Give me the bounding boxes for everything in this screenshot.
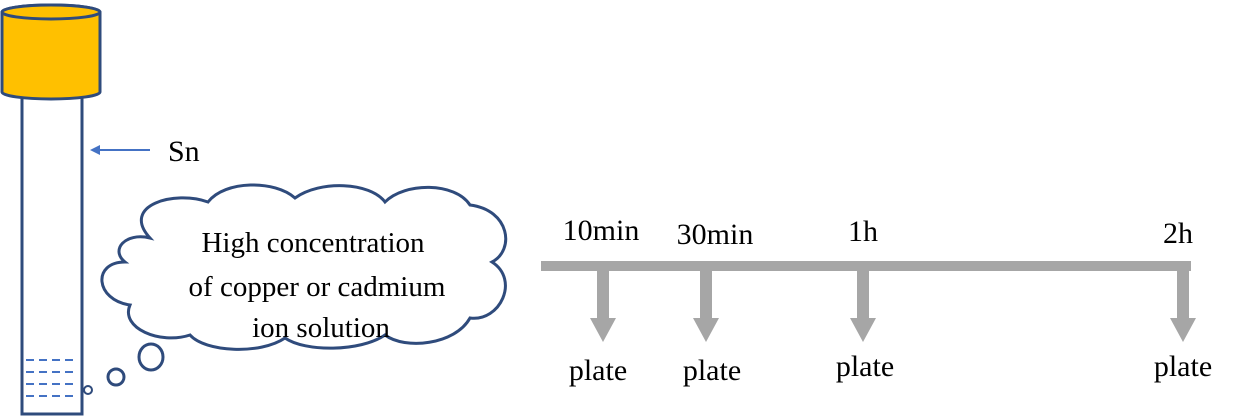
timepoint-10min: 10min plate: [563, 214, 640, 387]
down-arrow-30min: [693, 271, 719, 342]
down-arrow-2h: [1170, 271, 1196, 342]
sn-label: Sn: [168, 135, 200, 168]
tube-cap-top: [0, 3, 102, 21]
timepoint-1h: 1h plate: [836, 215, 894, 383]
tube-body: [20, 94, 84, 416]
time-label-1h: 1h: [848, 215, 878, 248]
timeline: 10min plate 30min plate 1h plate 2h plat…: [541, 214, 1212, 387]
timeline-bar: [541, 261, 1191, 271]
timepoint-2h: 2h plate: [1154, 217, 1212, 383]
time-label-2h: 2h: [1163, 217, 1193, 250]
tube-solution-lines: [26, 359, 78, 397]
plate-label-10min: plate: [569, 354, 627, 387]
plate-label-30min: plate: [683, 354, 741, 387]
cloud-bubble-medium: [106, 367, 126, 387]
down-arrow-10min: [590, 271, 616, 342]
plate-label-1h: plate: [836, 350, 894, 383]
cloud-text-line-1: High concentration: [201, 227, 425, 259]
cloud-text-line-3: ion solution: [252, 312, 390, 344]
cloud-text-line-2: of copper or cadmium: [189, 271, 446, 303]
plate-label-2h: plate: [1154, 350, 1212, 383]
timepoint-30min: 30min plate: [677, 218, 754, 387]
cloud-bubble-large: [137, 342, 165, 372]
thought-cloud: High concentration of copper or cadmium …: [83, 183, 508, 395]
down-arrow-1h: [850, 271, 876, 342]
test-tube: [0, 3, 102, 416]
time-label-10min: 10min: [563, 214, 640, 247]
cloud-shape: [100, 183, 508, 351]
cloud-bubble-small: [83, 385, 93, 395]
time-label-30min: 30min: [677, 218, 754, 251]
